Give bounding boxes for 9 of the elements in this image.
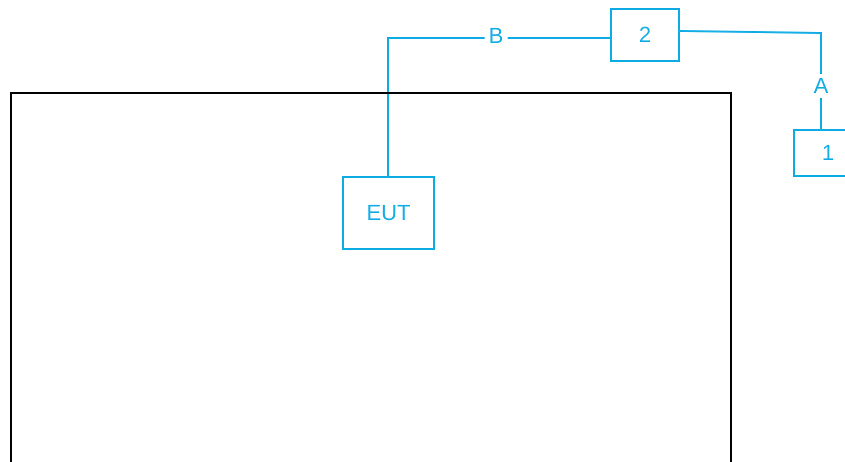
process-box [793, 129, 845, 177]
connector-line [387, 37, 610, 176]
node-label: EUT [366, 202, 410, 224]
process-box [610, 8, 680, 62]
node-label: 2 [638, 24, 652, 46]
node-label: 1 [822, 142, 834, 164]
frame-box [10, 92, 732, 462]
process-box [342, 176, 435, 250]
connector-line [680, 30, 822, 129]
